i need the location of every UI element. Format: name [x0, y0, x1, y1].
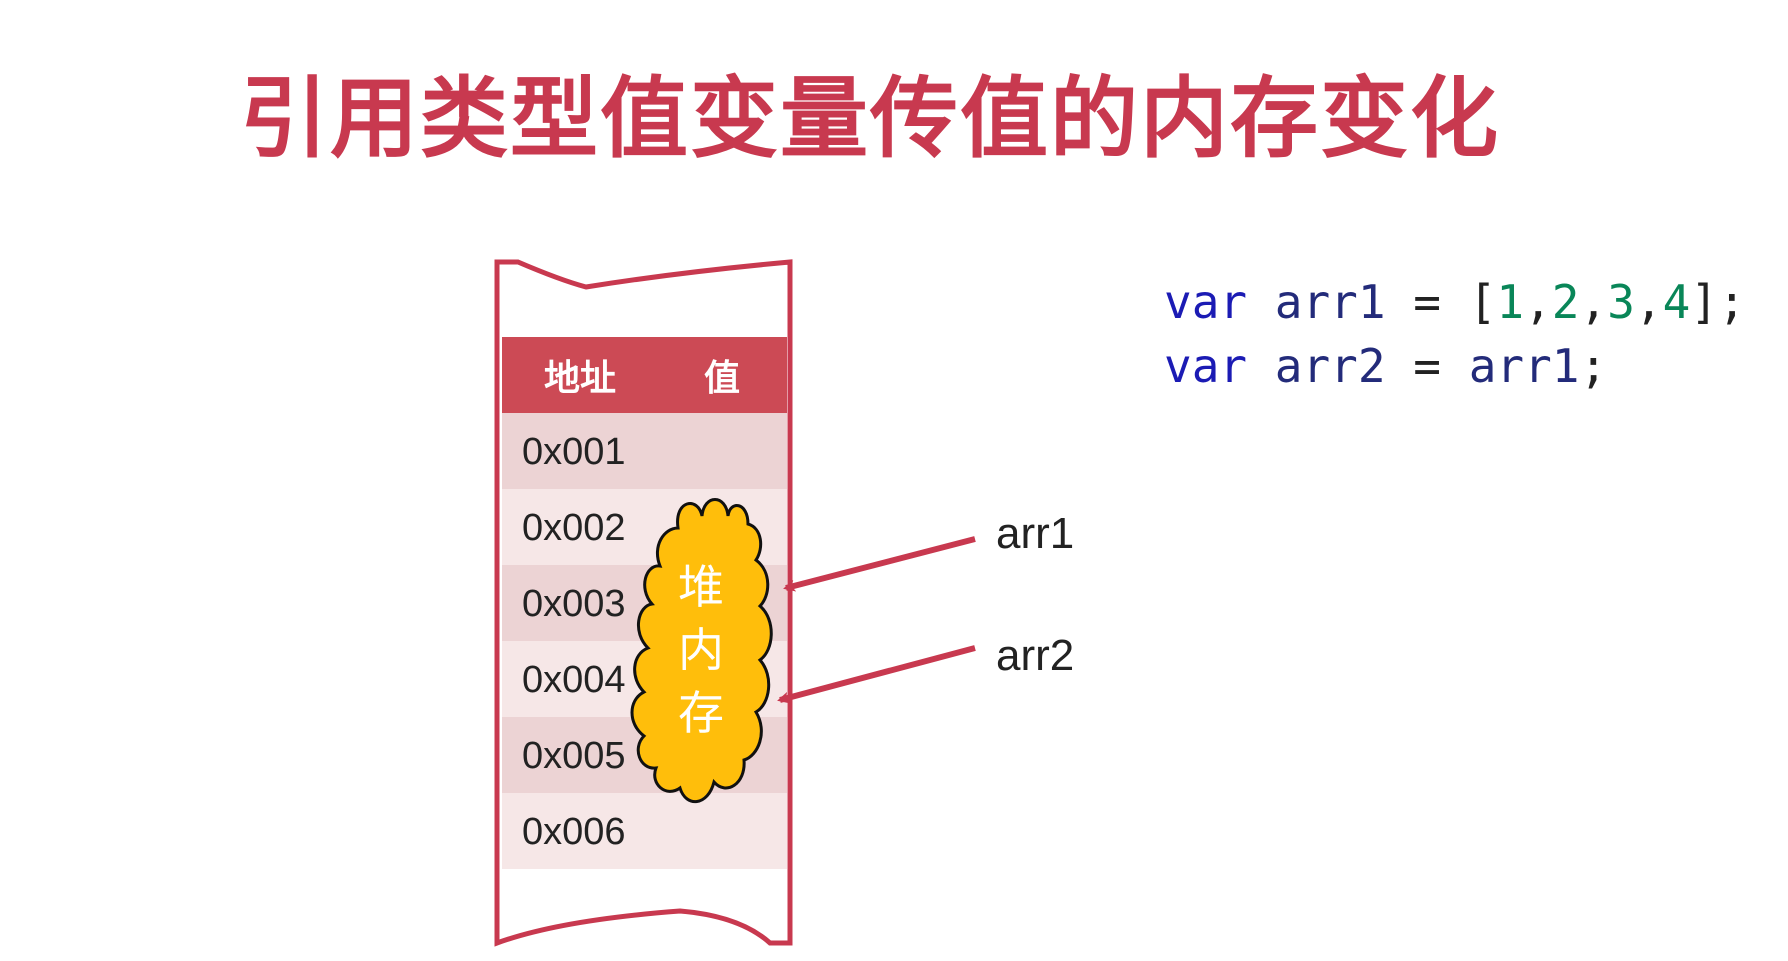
arr2-label: arr2 [996, 631, 1074, 680]
heap-label-char-2: 内 [678, 623, 724, 677]
code-number: 1 [1496, 275, 1525, 329]
code-semicolon: ; [1579, 339, 1608, 393]
code-comma: , [1524, 275, 1552, 329]
code-identifier: arr2 [1274, 339, 1386, 393]
code-keyword: var [1164, 275, 1248, 329]
code-comma: , [1634, 275, 1663, 329]
code-line-1: var arr1 = [1,2,3,4]; [1164, 270, 1746, 334]
code-number: 3 [1607, 275, 1635, 329]
memory-row [502, 413, 787, 489]
arr2-pointer-arrow [777, 645, 976, 704]
header-address: 地址 [544, 358, 616, 399]
memory-address: 0x005 [522, 735, 626, 777]
code-number: 4 [1662, 275, 1691, 329]
arr1-label: arr1 [996, 509, 1074, 558]
code-identifier: arr1 [1468, 339, 1580, 393]
code-comma: , [1579, 275, 1608, 329]
page-title: 引用类型值变量传值的内存变化 [240, 67, 1501, 170]
memory-address: 0x006 [522, 811, 626, 853]
heap-cloud [630, 498, 773, 804]
memory-address: 0x001 [522, 431, 626, 473]
memory-row [502, 793, 787, 869]
header-value: 值 [704, 358, 740, 399]
memory-address: 0x004 [522, 659, 626, 701]
code-snippet: var arr1 = [1,2,3,4];var arr2 = arr1; [1164, 270, 1746, 398]
code-bracket-open: [ [1468, 275, 1497, 329]
heap-label-char-3: 存 [678, 686, 724, 740]
heap-label-char-1: 堆 [678, 560, 724, 614]
table-header [502, 337, 787, 413]
code-operator: = [1413, 339, 1441, 393]
arr1-pointer-arrow [783, 536, 976, 592]
code-operator: = [1413, 275, 1441, 329]
code-keyword: var [1164, 339, 1248, 393]
memory-address: 0x002 [522, 507, 626, 549]
code-line-2: var arr2 = arr1; [1164, 334, 1746, 398]
code-identifier: arr1 [1274, 275, 1386, 329]
memory-address: 0x003 [522, 583, 626, 625]
code-number: 2 [1551, 275, 1580, 329]
code-bracket-close: ]; [1690, 275, 1746, 329]
